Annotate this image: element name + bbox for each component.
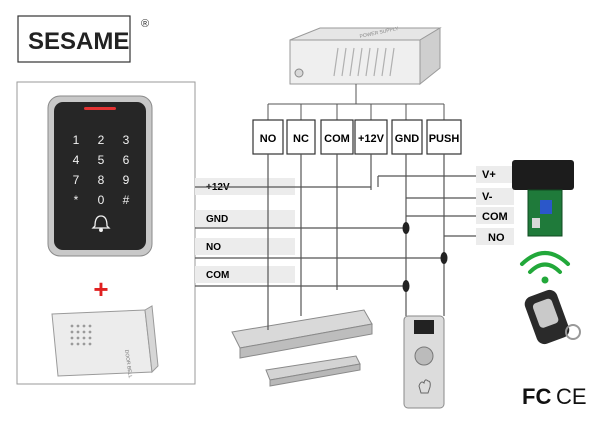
svg-text:NC: NC [293, 133, 309, 145]
receiver-wire-labels: V+ V- COM NO [476, 166, 514, 245]
receiver-label-vminus: V- [482, 191, 493, 203]
svg-text:COM: COM [324, 133, 350, 145]
receiver-label-no: NO [488, 232, 505, 244]
power-bus [267, 84, 445, 120]
svg-text:GND: GND [395, 133, 420, 145]
wire-label-no: NO [206, 242, 221, 253]
magnetic-lock [231, 309, 373, 387]
certification-marks: FC CE [522, 384, 587, 409]
doorbell: DOOR BELL [51, 305, 159, 379]
ce-mark: CE [556, 384, 587, 409]
key-6: 6 [123, 153, 130, 167]
power-supply: POWER SUPPLY [289, 26, 442, 86]
exit-button-slot [414, 320, 434, 334]
key-star: * [74, 193, 79, 207]
terminal-push: PUSH [426, 119, 462, 155]
terminal-com: COM [320, 119, 354, 155]
receiver-label-vplus: V+ [482, 169, 496, 181]
exit-button [403, 315, 445, 409]
key-4: 4 [73, 153, 80, 167]
wire-label-com: COM [206, 270, 229, 281]
wire-junctions [402, 222, 448, 292]
terminal-no: NO [252, 119, 284, 155]
fc-mark: FC [522, 384, 551, 409]
plus-sign: + [93, 274, 108, 304]
terminal-12v: +12V [354, 119, 388, 155]
terminal-gnd: GND [391, 119, 423, 155]
key-3: 3 [123, 133, 130, 147]
key-hash: # [123, 193, 130, 207]
speaker-grille [70, 324, 92, 346]
receiver-label-com: COM [482, 211, 508, 223]
wire-label-gnd: GND [206, 214, 228, 225]
key-5: 5 [98, 153, 105, 167]
key-1: 1 [73, 133, 80, 147]
keypad: 1 2 3 4 5 6 7 8 9 * 0 # [47, 95, 153, 257]
key-2: 2 [98, 133, 105, 147]
key-7: 7 [73, 173, 80, 187]
led-indicator [84, 107, 116, 110]
terminal-nc: NC [286, 119, 316, 155]
logo-text: SESAME [28, 28, 129, 55]
registered-mark: ® [141, 18, 149, 30]
svg-text:+12V: +12V [358, 133, 385, 145]
svg-text:NO: NO [260, 133, 277, 145]
wireless-receiver [512, 160, 574, 237]
left-wire-labels: +12V GND NO COM [195, 178, 295, 283]
key-0: 0 [98, 193, 105, 207]
doorbell-label: DOOR BELL [123, 349, 133, 378]
bell-icon [91, 215, 111, 232]
sesame-logo: SESAME ® [17, 15, 149, 63]
terminal-block: NO NC COM +12V GND PUSH [252, 119, 462, 155]
hand-icon [418, 379, 431, 394]
wireless-signal-icon [520, 251, 570, 284]
key-9: 9 [123, 173, 130, 187]
key-8: 8 [98, 173, 105, 187]
wiring [195, 154, 476, 316]
remote-control [524, 289, 581, 345]
svg-text:PUSH: PUSH [429, 133, 460, 145]
